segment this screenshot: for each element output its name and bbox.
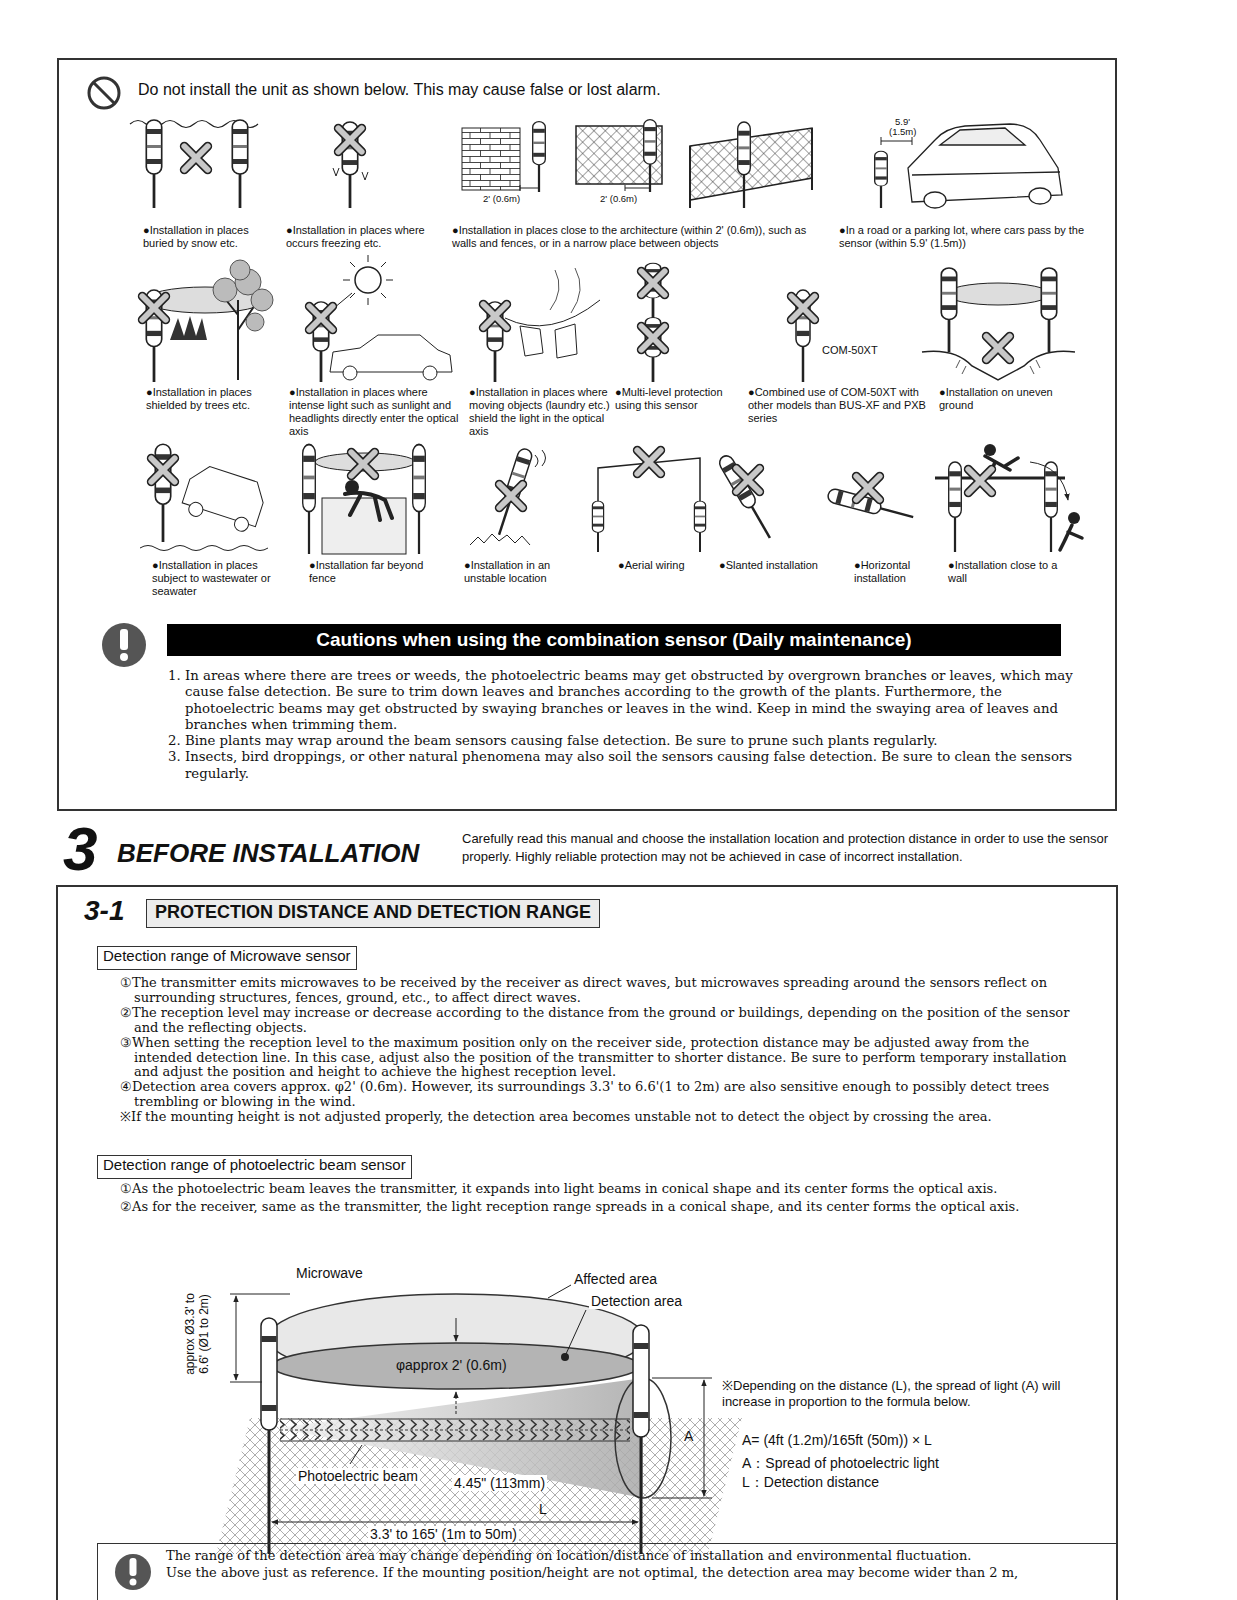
caption: ●Combined use of COM-50XT with other mod… — [748, 386, 934, 425]
caption: ●In a road or a parking lot, where cars … — [839, 224, 1091, 250]
paragraph: ②The reception level may increase or dec… — [120, 1006, 1082, 1035]
caption: ●Installation in places where moving obj… — [469, 386, 614, 438]
paragraph: ※If the mounting height is not adjusted … — [120, 1110, 1082, 1125]
formula-legend: A：Spread of photoelectric light — [742, 1455, 939, 1471]
caption: ●Installation close to a wall — [948, 559, 1060, 585]
text-column: ①The transmitter emits microwaves to be … — [120, 976, 1082, 1126]
note-box: The range of the detection area may chan… — [97, 1543, 1117, 1600]
node-text: Use the above just as reference. If the … — [166, 1564, 1106, 1581]
caution-item: 2. Bine plants may wrap around the beam … — [168, 733, 1073, 749]
text-column: ①As the photoelectric beam leaves the tr… — [120, 1182, 1082, 1217]
dimension-label: 3.3' to 165' (1m to 50m) — [368, 1526, 519, 1542]
caution-item: 3. Insects, bird droppings, or other nat… — [168, 749, 1073, 782]
caption: ●Installation in places where occurs fre… — [286, 224, 436, 250]
section-heading: PROTECTION DISTANCE AND DETECTION RANGE — [146, 899, 600, 928]
paragraph: ①As the photoelectric beam leaves the tr… — [120, 1182, 1082, 1197]
caption: ●Installation in places where intense li… — [289, 386, 461, 438]
caption: ●Horizontal installation — [854, 559, 932, 585]
subsection-number: 3-1 — [84, 895, 124, 927]
dimension-label: L — [539, 1501, 547, 1517]
node-text: Do not install the unit as shown below. … — [138, 80, 1115, 100]
caption: ●Installation in places subject to waste… — [152, 559, 282, 598]
diagram-label: Microwave — [296, 1265, 363, 1281]
dimension-label: 5.9' — [895, 116, 910, 127]
caption: ●Installation in places shielded by tree… — [146, 386, 278, 412]
caution-item: 1. In areas where there are trees or wee… — [168, 668, 1073, 733]
caption: ●Multi-level protection using this senso… — [615, 386, 740, 412]
dimension-label: φapprox 2' (0.6m) — [396, 1357, 507, 1373]
dimension-label: (1.5m) — [889, 126, 916, 137]
node-text: The range of the detection area may chan… — [166, 1547, 1106, 1564]
diagram-label: Affected area — [574, 1271, 657, 1287]
caption: ●Slanted installation — [719, 559, 844, 572]
caption: ●Aerial wiring — [618, 559, 718, 572]
node-text: Cautions when using the combination sens… — [175, 628, 1053, 651]
formula-note: ※Depending on the distance (L), the spre… — [722, 1378, 1094, 1410]
subsection-box: Detection range of Microwave sensor — [97, 946, 357, 970]
paragraph: ②As for the receiver, same as the transm… — [120, 1200, 1082, 1215]
paragraph: ①The transmitter emits microwaves to be … — [120, 976, 1082, 1005]
caption: ●Installation on uneven ground — [939, 386, 1071, 412]
intro-text: Carefully read this manual and choose th… — [462, 830, 1127, 866]
diagram-label: Detection area — [589, 1293, 684, 1309]
subsection-box: Detection range of photoelectric beam se… — [97, 1155, 412, 1179]
caution-banner: Cautions when using the combination sens… — [167, 624, 1061, 656]
node-text: Detection range of Microwave sensor — [103, 947, 351, 965]
section-title: BEFORE INSTALLATION — [117, 838, 419, 868]
caption: ●Installation far beyond fence — [309, 559, 441, 585]
caption: ●Installation in places buried by snow e… — [143, 224, 275, 250]
caption: ●Installation in places close to the arc… — [452, 224, 824, 250]
diagram-label: Photoelectric beam — [296, 1468, 420, 1484]
paragraph: ③When setting the reception level to the… — [120, 1036, 1082, 1080]
paragraph: ④Detection area covers approx. φ2' (0.6m… — [120, 1080, 1082, 1109]
model-label: COM-50XT — [822, 344, 878, 357]
caption: ●Installation in an unstable location — [464, 559, 572, 585]
formula-legend: L：Detection distance — [742, 1474, 879, 1490]
formula: A= (4ft (1.2m)/165ft (50m)) × L — [742, 1432, 932, 1448]
dimension-label: A — [684, 1428, 693, 1444]
dimension-label: approx Ø3.3' to 6.6' (Ø1 to 2m) — [183, 1288, 211, 1380]
section-number: 3 — [63, 818, 97, 880]
text-column: 1. In areas where there are trees or wee… — [168, 668, 1073, 782]
dimension-label: 4.45" (113mm) — [452, 1475, 547, 1491]
dimension-label: 2' (0.6m) — [600, 193, 637, 204]
dimension-label: 2' (0.6m) — [483, 193, 520, 204]
node-text: PROTECTION DISTANCE AND DETECTION RANGE — [155, 901, 591, 923]
node-text: Detection range of photoelectric beam se… — [103, 1156, 406, 1174]
